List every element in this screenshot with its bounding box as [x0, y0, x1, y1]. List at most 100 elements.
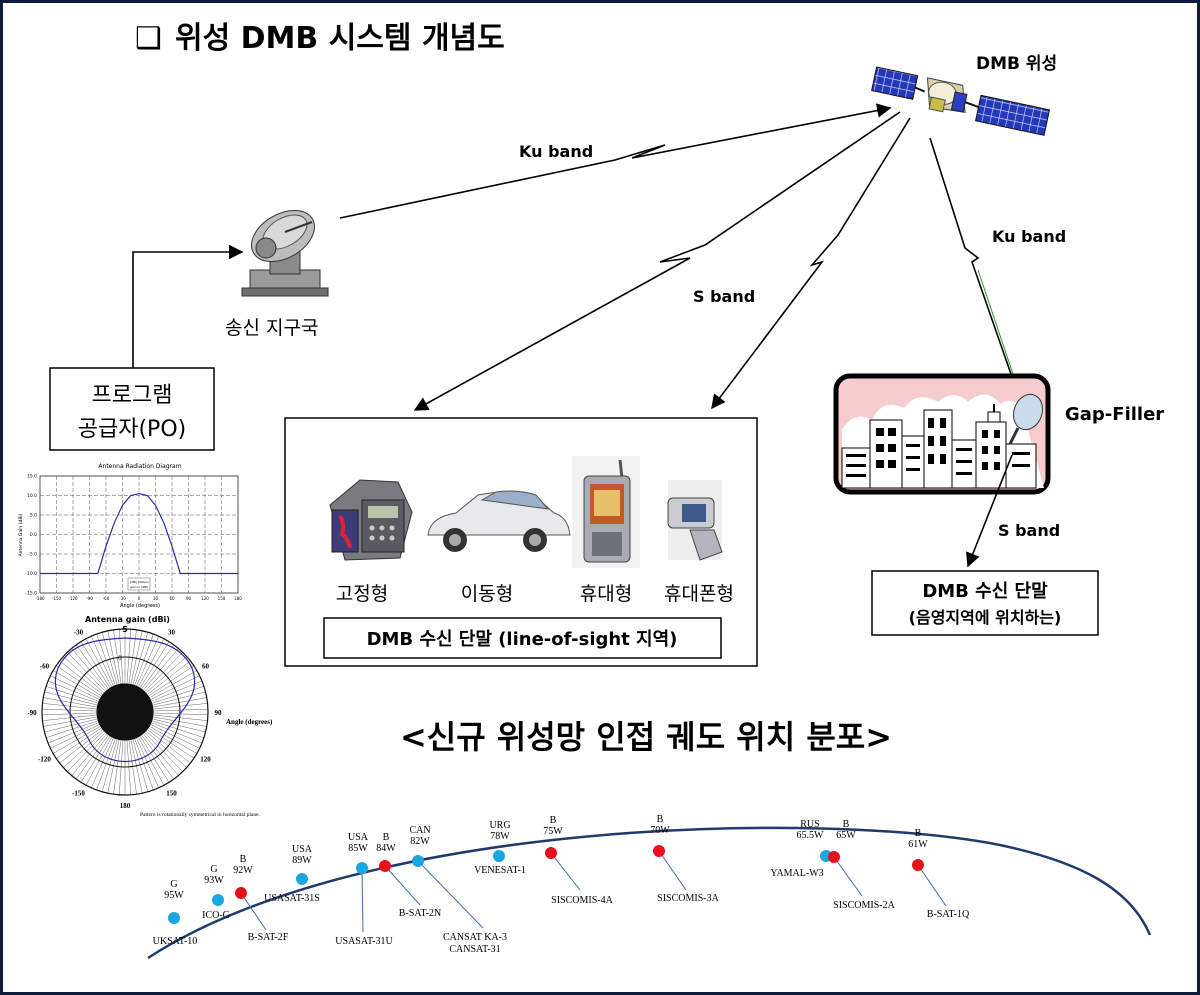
orbit-bottom-label: B-SAT-2F	[248, 932, 289, 943]
program-provider-line1: 프로그램	[92, 383, 173, 408]
radiation-y-tick: 0.0	[30, 532, 37, 538]
page-title: 위성 DMB 시스템 개념도	[175, 21, 505, 56]
orbit-bottom-label: UKSAT-10	[153, 936, 198, 947]
radiation-legend-box	[127, 577, 151, 591]
polar-spoke	[126, 739, 131, 795]
device-label-fixed: 고정형	[336, 583, 388, 605]
polar-center-label: 5	[122, 625, 128, 634]
polar-spoke	[130, 739, 143, 794]
polar-spoke	[46, 686, 99, 704]
polar-spoke	[91, 737, 114, 788]
polar-spoke	[141, 734, 174, 780]
s-band-gapfiller-link	[966, 454, 1013, 568]
orbit-top-label: B	[550, 815, 557, 826]
polar-spoke	[76, 734, 109, 780]
orbit-arc	[147, 826, 1152, 960]
s-band-downlink-left	[413, 111, 901, 411]
orbit-top-label: 75W	[543, 826, 563, 837]
orbit-bottom-label: YAMAL-W3	[770, 868, 823, 879]
orbit-satellite-dot	[235, 887, 247, 899]
orbit-top-label: 61W	[908, 839, 928, 850]
polar-angle-label: Angle (degrees)	[226, 718, 273, 726]
radiation-y-tick: 5.0	[30, 513, 37, 519]
orbit-leader-line	[361, 867, 364, 933]
shadow-receiver-box	[871, 570, 1099, 636]
title-checkbox: ❑	[135, 21, 162, 56]
mobile-phone-receiver-icon	[667, 480, 723, 561]
polar-spoke	[132, 738, 149, 792]
radiation-chart-title: Antenna Radiation Diagram	[98, 463, 181, 470]
polar-spoke	[107, 739, 120, 794]
radiation-x-tick: 90	[186, 596, 192, 601]
orbit-leader-line	[658, 850, 687, 891]
polar-spoke	[76, 644, 109, 690]
radiation-chart: Antenna Radiation Diagram 15.010.05.00.0…	[18, 463, 242, 609]
radiation-y-tick: -15.0	[25, 591, 37, 597]
orbit-bottom-label: CANSAT-31	[449, 944, 500, 955]
orbit-satellite-dot	[296, 873, 308, 885]
orbit-bottom-label: ICO-G	[202, 910, 230, 921]
orbit-bottom-label: SISCOMIS-4A	[551, 895, 613, 906]
polar-angle-tick: 150	[166, 790, 177, 798]
polar-footnote: Pattern is rotationally symmetrical in h…	[140, 812, 261, 818]
polar-spoke	[101, 738, 118, 792]
gap-filler-label: Gap-Filler	[1065, 404, 1164, 425]
radiation-x-tick: 30	[153, 596, 159, 601]
orbit-top-label: 70W	[650, 825, 670, 836]
handheld-receiver-icon	[572, 456, 640, 568]
radiation-x-tick: 60	[169, 596, 175, 601]
orbit-top-label: 92W	[233, 865, 253, 876]
polar-spoke	[42, 714, 98, 721]
polar-spoke	[136, 636, 159, 687]
polar-angle-tick: -60	[40, 663, 50, 671]
polar-angle-tick: 180	[120, 802, 131, 810]
orbit-points: G95WUKSAT-10G93WICO-GB92WB-SAT-2FUSA89WU…	[153, 814, 970, 955]
ku-band-gapfiller-label: Ku band	[992, 227, 1066, 246]
orbit-leader-line	[240, 892, 267, 931]
orbit-leader-line	[384, 865, 421, 906]
polar-spoke	[136, 737, 159, 788]
satellite-label: DMB 위성	[976, 54, 1057, 74]
ku-band-gapfiller-link	[929, 137, 1023, 402]
polar-angle-tick: 30	[168, 628, 176, 636]
vehicle-receiver-icon	[427, 490, 571, 552]
s-band-gapfiller-label: S band	[998, 521, 1060, 540]
device-label-vehicle: 이동형	[461, 583, 513, 605]
orbit-satellite-dot	[653, 845, 665, 857]
radiation-y-ticks: 15.010.05.00.0-5.0-10.0-15.0	[25, 474, 37, 597]
ku-band-uplink-label: Ku band	[519, 142, 593, 161]
fixed-receiver-icon	[329, 479, 413, 561]
orbit-top-label: 95W	[164, 890, 184, 901]
orbit-bottom-label: CANSAT KA-3	[443, 932, 507, 943]
polar-angle-tick: 90	[215, 709, 223, 717]
radiation-x-tick: -150	[52, 596, 62, 601]
radiation-pattern-line	[40, 492, 238, 575]
polar-spoke	[101, 632, 118, 686]
ground-station-label: 송신 지구국	[225, 317, 318, 339]
orbit-top-label: 89W	[292, 855, 312, 866]
los-caption: DMB 수신 단말 (line-of-sight 지역)	[367, 629, 678, 650]
polar-spoke	[152, 714, 208, 721]
polar-spoke	[42, 703, 98, 710]
orbit-bottom-label: B-SAT-2N	[399, 908, 441, 919]
polar-angle-tick: 60	[202, 663, 210, 671]
polar-spoke	[96, 633, 116, 686]
orbit-top-label: USA	[292, 844, 313, 855]
orbit-bottom-label: B-SAT-1Q	[927, 909, 970, 920]
orbit-top-label: RUS	[800, 819, 819, 830]
orbit-bottom-label: SISCOMIS-2A	[833, 900, 895, 911]
polar-angle-tick: 120	[200, 756, 211, 764]
shadow-receiver-line1: DMB 수신 단말	[922, 581, 1048, 602]
polar-pattern-curve	[54, 637, 196, 762]
polar-spoke	[119, 739, 124, 795]
orbit-top-label: 84W	[376, 843, 396, 854]
radiation-ylabel: Antenna Gain (dBi)	[18, 513, 24, 556]
orbit-leader-line	[550, 852, 581, 891]
polar-inner-disk	[96, 683, 154, 741]
orbit-satellite-dot	[828, 851, 840, 863]
orbit-top-label: B	[240, 854, 247, 865]
device-label-phone: 휴대폰형	[664, 583, 734, 605]
ku-band-uplink-link	[339, 103, 892, 219]
